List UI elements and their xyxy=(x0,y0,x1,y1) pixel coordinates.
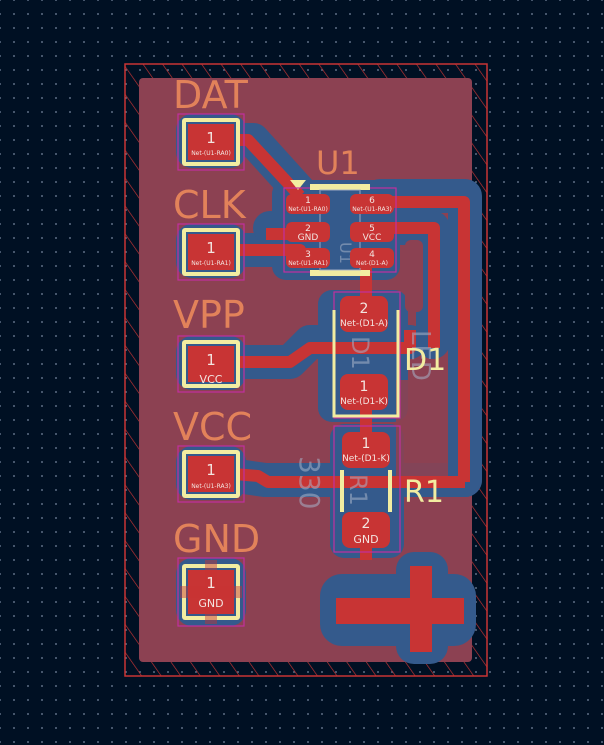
pad[interactable] xyxy=(188,346,234,382)
pad-number: 1 xyxy=(206,239,216,257)
trace-vcc-u1 xyxy=(380,222,440,348)
connector-gnd[interactable] xyxy=(177,557,245,627)
pad-net: Net-(U1-RA1) xyxy=(288,260,328,267)
d1-pad-2[interactable] xyxy=(340,296,388,332)
trace-ra3 xyxy=(380,196,470,482)
d1-silk-outline xyxy=(332,310,400,418)
connector-vcc[interactable] xyxy=(177,445,245,503)
pad[interactable] xyxy=(188,124,234,160)
pad-number: 1 xyxy=(206,351,216,369)
pad-net: VCC xyxy=(200,373,223,386)
r1-fab-reference: R1 xyxy=(344,474,372,506)
d1-fab-reference: D1 xyxy=(346,336,374,370)
r1-reference: R1 xyxy=(404,475,444,510)
pad[interactable] xyxy=(188,456,234,492)
pad-number: 1 xyxy=(362,436,371,452)
pad[interactable] xyxy=(188,570,234,614)
pad-number: 2 xyxy=(362,516,371,532)
courtyard xyxy=(177,445,245,503)
pad-net: Net-(U1-RA3) xyxy=(191,483,231,490)
r1-courtyard xyxy=(333,425,401,553)
pad-net: Net-(U1-RA0) xyxy=(288,206,328,213)
u1-pad-5[interactable] xyxy=(350,222,394,242)
pad-net: Net-(U1-RA3) xyxy=(352,206,392,213)
connector-clk[interactable] xyxy=(177,223,245,281)
pin1-marker-icon xyxy=(290,180,306,190)
pad-net: Net-(U1-RA0) xyxy=(191,150,231,157)
r1-silk-left xyxy=(340,470,344,512)
connector-pad-texts: 1 Net-(U1-RA0) 1 Net-(U1-RA1) 1 VCC 1 Ne… xyxy=(191,129,231,610)
u1-reference: U1 xyxy=(316,144,360,182)
connector-footprints xyxy=(177,113,245,627)
r1-pad-1[interactable] xyxy=(342,432,390,468)
label-clk: CLK xyxy=(173,183,247,227)
pad-number: 3 xyxy=(305,250,311,260)
u1-pad-1[interactable] xyxy=(286,194,330,214)
pad-net: VCC xyxy=(363,233,382,243)
label-vpp: VPP xyxy=(173,293,245,337)
pad-net: Net-(D1-A) xyxy=(356,260,388,267)
trace-vpp xyxy=(210,330,416,368)
pad[interactable] xyxy=(188,234,234,270)
pad-number: 2 xyxy=(305,224,311,234)
pad-number: 1 xyxy=(206,574,216,592)
pad-net: Net-(D1-K) xyxy=(342,454,390,464)
r1-footprint[interactable]: 330 R1 R1 1 Net-(D1-K) 2 GND xyxy=(293,425,444,553)
u1-footprint[interactable]: U1 U1 1 Net-(U1-RA0) 2 GND 3 Net-(U1-RA1… xyxy=(283,144,397,276)
u1-pad-4[interactable] xyxy=(350,248,394,268)
thermal-spoke-v xyxy=(205,560,217,624)
r1-value: 330 xyxy=(293,456,326,509)
pad-net: Net-(D1-K) xyxy=(340,397,388,407)
pad-net: GND xyxy=(353,533,378,546)
pad-number: 1 xyxy=(305,196,311,206)
courtyard xyxy=(177,335,245,393)
u1-pad-3[interactable] xyxy=(286,248,330,268)
pad-number: 6 xyxy=(369,196,375,206)
pad-number: 5 xyxy=(369,224,375,234)
courtyard xyxy=(177,113,245,171)
cross-vertical xyxy=(410,566,432,652)
pad-net: Net-(U1-RA1) xyxy=(191,260,231,267)
d1-footprint[interactable]: LED D1 D1 2 Net-(D1-A) 1 Net-(D1-K) xyxy=(332,291,446,419)
pad-number: 1 xyxy=(206,461,216,479)
label-gnd: GND xyxy=(173,517,260,561)
connector-vpp[interactable] xyxy=(177,335,245,393)
label-vcc: VCC xyxy=(173,405,252,449)
connector-dat[interactable] xyxy=(177,113,245,171)
d1-value: LED xyxy=(405,330,435,381)
d1-pad-1[interactable] xyxy=(340,374,388,410)
copper-cross-graphic xyxy=(336,566,464,652)
u1-pad-2[interactable] xyxy=(286,222,330,242)
pad-number: 1 xyxy=(206,129,216,147)
pad-net: Net-(D1-A) xyxy=(340,319,388,329)
zone-island-2 xyxy=(405,240,423,312)
d1-reference: D1 xyxy=(404,343,446,378)
r1-silk-right xyxy=(388,470,392,512)
courtyard xyxy=(177,223,245,281)
pad-net: GND xyxy=(198,597,223,610)
r1-pad-2[interactable] xyxy=(342,512,390,548)
courtyard xyxy=(177,557,245,627)
label-dat: DAT xyxy=(173,73,249,117)
cross-horizontal xyxy=(336,598,464,624)
zone-island-1 xyxy=(396,380,448,476)
pad-number: 2 xyxy=(360,301,369,317)
thermal-spoke-h xyxy=(180,586,242,598)
u1-silk-bottom xyxy=(310,270,370,276)
pad-net: GND xyxy=(298,233,319,243)
u1-silk-top xyxy=(310,184,370,190)
pad-number: 1 xyxy=(360,379,369,395)
pad-number: 4 xyxy=(369,250,375,260)
u1-pad-6[interactable] xyxy=(350,194,394,214)
connector-labels: DAT CLK VPP VCC GND xyxy=(173,73,260,561)
